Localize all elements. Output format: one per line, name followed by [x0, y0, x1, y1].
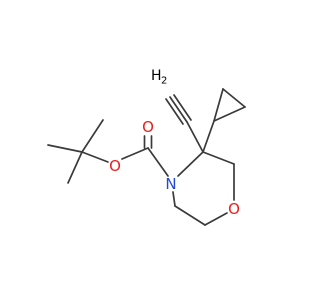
bond-cyclopropyl-2	[222, 88, 246, 108]
bond-c3-c2	[202, 151, 235, 165]
bond-tbu-c-methyl-bottom	[67, 151, 83, 184]
bond-carbonyl-c-n	[147, 147, 169, 177]
alkyne-hydrogen-count: 2	[161, 76, 167, 87]
bond-cyclopropyl-1	[213, 88, 224, 122]
molecule-structure: O O N O H 2	[47, 68, 246, 226]
bond-alkyne-triple-b	[165, 98, 184, 125]
ring-oxygen-label: O	[228, 200, 240, 218]
ester-oxygen-label: O	[109, 157, 121, 175]
bond-n-c3	[177, 151, 204, 177]
alkyne-hydrogen-symbol: H	[151, 68, 162, 84]
bond-alkyne-triple-a	[169, 96, 188, 123]
bond-tbu-c-methyl-top	[81, 119, 104, 153]
bond-c5-n	[172, 191, 176, 207]
alkyne-hydrogen-label: H 2	[151, 68, 167, 87]
carbonyl-oxygen-label: O	[142, 118, 154, 136]
bond-c3-alkyne	[186, 121, 204, 153]
bond-ester-o-carbonyl-c	[121, 147, 149, 160]
bond-tbu-c-ester-o	[81, 151, 109, 163]
bond-c3-cyclopropyl	[202, 120, 215, 153]
ring-nitrogen-label: N	[165, 175, 176, 193]
bond-cyclopropyl-3	[213, 106, 246, 122]
atom-layer: O O N O H 2	[109, 68, 240, 218]
bond-alkyne-triple-c	[173, 94, 192, 121]
bond-ring-o-c6	[204, 212, 228, 226]
bond-c6-c5	[174, 205, 206, 226]
bond-tbu-c-methyl-left	[47, 144, 83, 153]
bond-layer	[47, 88, 246, 226]
